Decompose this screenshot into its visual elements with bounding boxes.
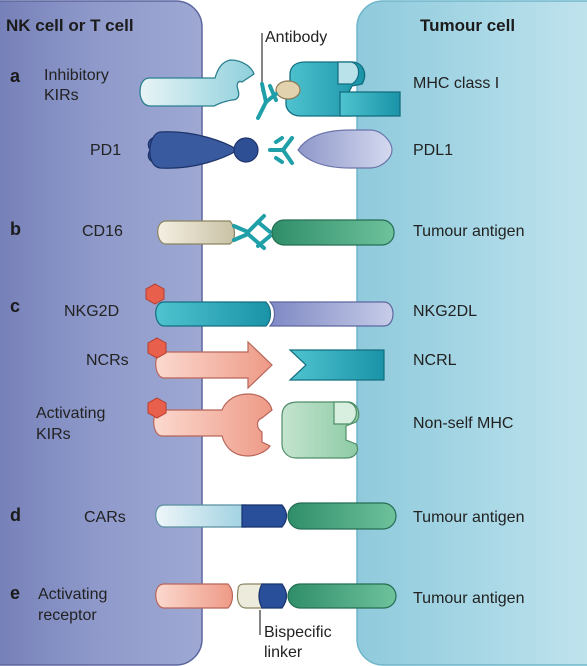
nkg2d-receptor: [155, 301, 272, 327]
label-ncrl: NCRL: [413, 352, 457, 369]
row-letter-d: d: [10, 505, 21, 525]
pd1-receptor: [147, 131, 259, 169]
peptide-antigen: [275, 80, 301, 100]
pdl1-ligand: [297, 129, 393, 169]
ncrl-ligand: [288, 349, 385, 381]
signalling-hexagon-nkg2d: [145, 283, 165, 305]
label-pdl1: PDL1: [413, 142, 453, 159]
annotation-bispecific-line2: linker: [264, 644, 303, 661]
label-activating-kirs-line1: Activating: [36, 405, 105, 422]
label-mhc-class-i: MHC class I: [413, 75, 499, 92]
activating-receptor: [155, 583, 234, 609]
annotation-bispecific-line1: Bispecific: [264, 624, 332, 641]
label-activating-receptor-line2: receptor: [38, 607, 97, 624]
activating-kir-receptor: [153, 393, 273, 457]
non-self-mhc-molecule: [281, 401, 360, 459]
cd16-receptor: [157, 220, 236, 245]
tumour-antigen-row-e: [287, 583, 397, 609]
label-activating-receptor-line1: Activating: [38, 586, 107, 603]
row-letter-a: a: [10, 66, 21, 86]
label-tumour-antigen-e: Tumour antigen: [413, 590, 524, 607]
inhibitory-kir-receptor: [139, 59, 255, 107]
row-letter-e: e: [10, 583, 20, 603]
label-nkg2dl: NKG2DL: [413, 303, 477, 320]
antibody-icon-row-a: [256, 82, 278, 120]
label-non-self-mhc: Non-self MHC: [413, 415, 513, 432]
annotation-antibody: Antibody: [265, 29, 327, 46]
signalling-hexagon-kir: [147, 397, 167, 419]
antibody-icon-row-a-pd1: [268, 136, 294, 165]
antibody-icon-row-b: [232, 214, 272, 250]
left-panel-title: NK cell or T cell: [6, 16, 134, 35]
row-letter-b: b: [10, 219, 21, 239]
label-pd1: PD1: [90, 142, 121, 159]
tumour-antigen-row-d: [287, 502, 397, 530]
label-tumour-antigen-b: Tumour antigen: [413, 223, 524, 240]
nkg2dl-ligand: [268, 301, 394, 327]
right-panel-title: Tumour cell: [420, 16, 515, 35]
label-tumour-antigen-d: Tumour antigen: [413, 509, 524, 526]
car-receptor: [155, 504, 288, 528]
tumour-antigen-row-b: [271, 219, 395, 246]
bispecific-linker: [236, 583, 288, 609]
row-letter-c: c: [10, 296, 20, 316]
signalling-hexagon-ncr: [147, 337, 167, 359]
label-activating-kirs-line2: KIRs: [36, 426, 71, 443]
label-cd16: CD16: [82, 223, 123, 240]
nk-t-cell-panel: [0, 0, 203, 666]
label-ncrs: NCRs: [86, 352, 129, 369]
label-cars: CARs: [84, 509, 126, 526]
label-nkg2d: NKG2D: [64, 303, 119, 320]
label-inhibitory-kirs-line2: KIRs: [44, 87, 79, 104]
label-inhibitory-kirs-line1: Inhibitory: [44, 67, 109, 84]
mhc-class-i-molecule: [285, 61, 401, 117]
tumour-cell-panel: [356, 0, 587, 666]
